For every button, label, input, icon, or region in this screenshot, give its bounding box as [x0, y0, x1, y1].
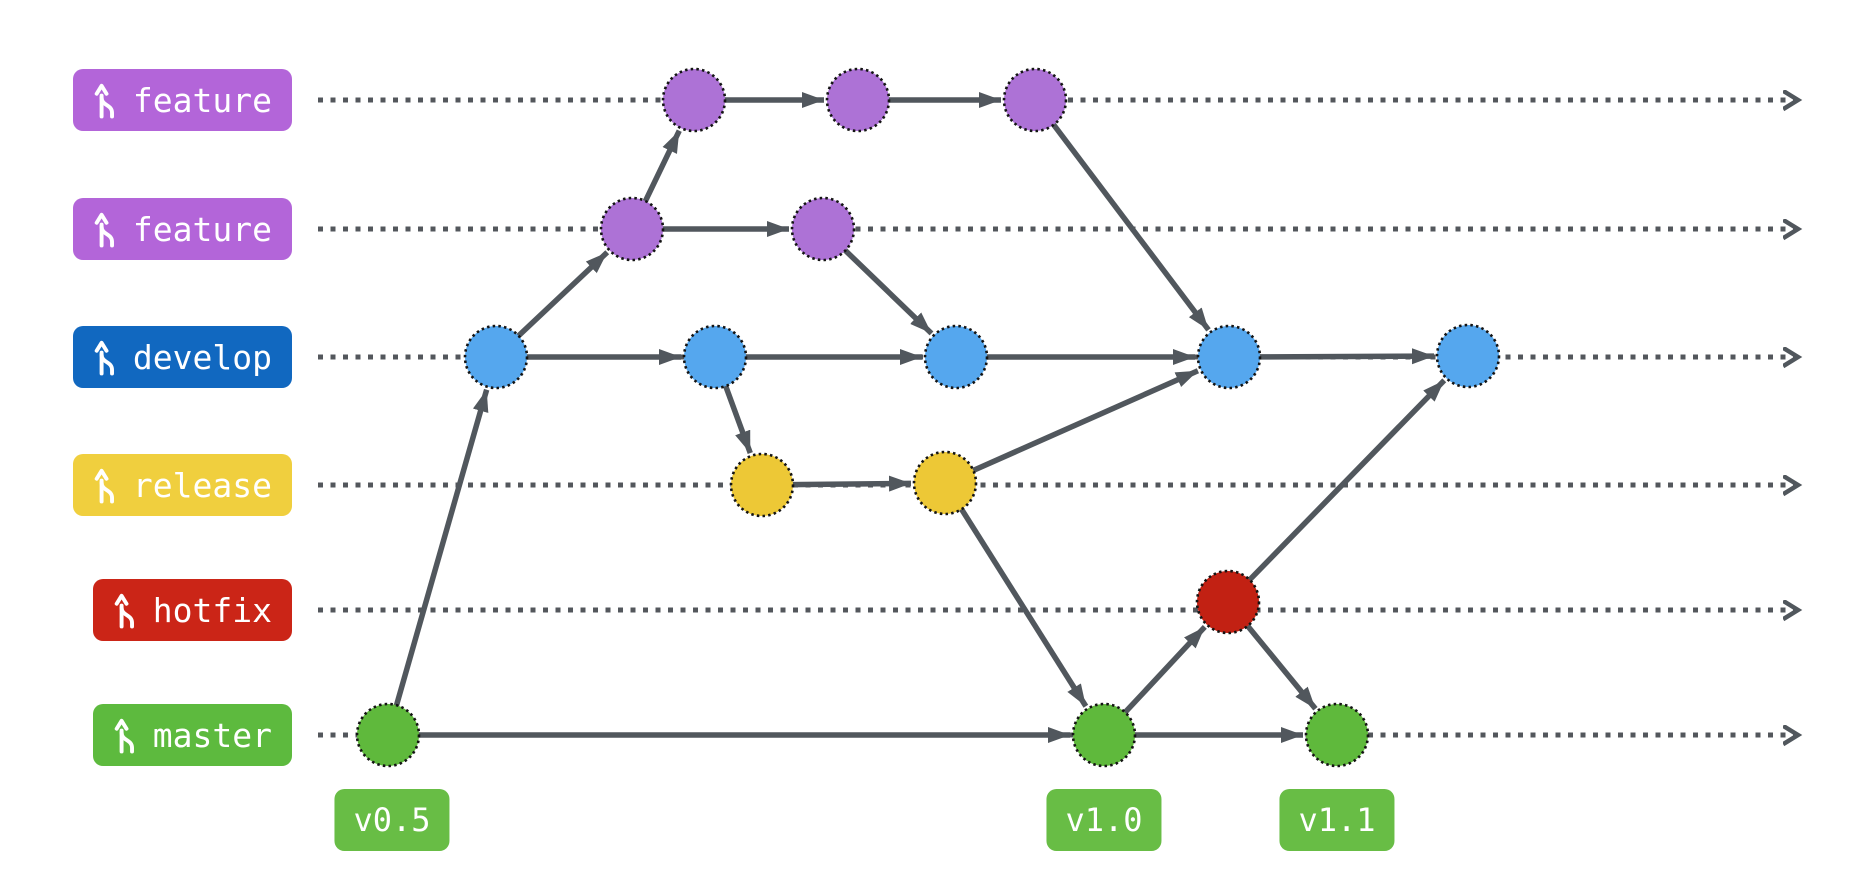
edge-m2-h1 — [1121, 624, 1207, 716]
branch-badge-feature-a: feature — [72, 69, 292, 131]
commit-develop-d2 — [682, 324, 748, 390]
commit-develop-d5 — [1435, 323, 1501, 389]
version-tag-v1.1: v1.1 — [1279, 789, 1395, 851]
commit-master-m1 — [355, 702, 421, 768]
branch-badge-feature-b: feature — [72, 198, 292, 260]
commit-develop-d4 — [1196, 324, 1262, 390]
edge-f1c-d4 — [1050, 121, 1211, 332]
commit-feature-a-f1c — [1002, 67, 1068, 133]
commit-feature-b-f2a — [599, 196, 665, 262]
git-branch-icon — [94, 340, 114, 375]
branch-badge-release: release — [72, 454, 292, 516]
version-tag-label: v0.5 — [353, 801, 431, 839]
commit-feature-b-f2b — [790, 196, 856, 262]
branch-badge-develop: develop — [72, 326, 292, 388]
edge-d2-r1 — [722, 383, 753, 455]
commit-hotfix-h1 — [1195, 569, 1261, 635]
version-tag-label: v1.0 — [1065, 801, 1143, 839]
edge-r1-r2 — [790, 475, 912, 492]
branch-badge-label: hotfix — [152, 590, 272, 630]
version-tag-v1.0: v1.0 — [1046, 789, 1162, 851]
branch-badge-master: master — [92, 704, 292, 766]
branch-badge-hotfix: hotfix — [92, 579, 292, 641]
edge-m1-d1 — [393, 388, 490, 708]
commit-master-m2 — [1071, 702, 1137, 768]
branch-badge-label: feature — [132, 209, 272, 249]
edge-d1-f2a — [515, 250, 610, 340]
git-branch-icon — [94, 212, 114, 247]
edge-d4-d5 — [1257, 348, 1435, 365]
commit-develop-d1 — [463, 324, 529, 390]
commit-feature-a-f1b — [825, 67, 891, 133]
commit-release-r2 — [912, 450, 978, 516]
edge-h1-m3 — [1244, 622, 1318, 711]
branch-timelines — [318, 100, 1798, 735]
branch-badge-label: develop — [132, 337, 272, 377]
edge-h1-d5 — [1246, 378, 1447, 584]
version-tag-v0.5: v0.5 — [334, 789, 450, 851]
branch-badge-label: release — [132, 465, 272, 505]
version-tag-label: v1.1 — [1298, 801, 1376, 839]
git-branch-icon — [94, 83, 114, 118]
git-branch-icon — [114, 593, 134, 628]
commit-master-m3 — [1304, 702, 1370, 768]
edge-r2-d4 — [970, 368, 1200, 474]
commit-edges — [393, 92, 1447, 743]
edge-r2-m2 — [958, 506, 1089, 708]
commit-feature-a-f1a — [661, 67, 727, 133]
branch-badge-label: feature — [132, 80, 272, 120]
edge-f2b-d3 — [841, 247, 934, 336]
git-branch-icon — [114, 718, 134, 753]
edge-f2a-f1a — [642, 129, 682, 205]
git-branch-icon — [94, 468, 114, 503]
commit-develop-d3 — [923, 324, 989, 390]
commit-nodes — [355, 67, 1501, 768]
branch-badge-label: master — [152, 715, 272, 755]
commit-release-r1 — [729, 452, 795, 518]
